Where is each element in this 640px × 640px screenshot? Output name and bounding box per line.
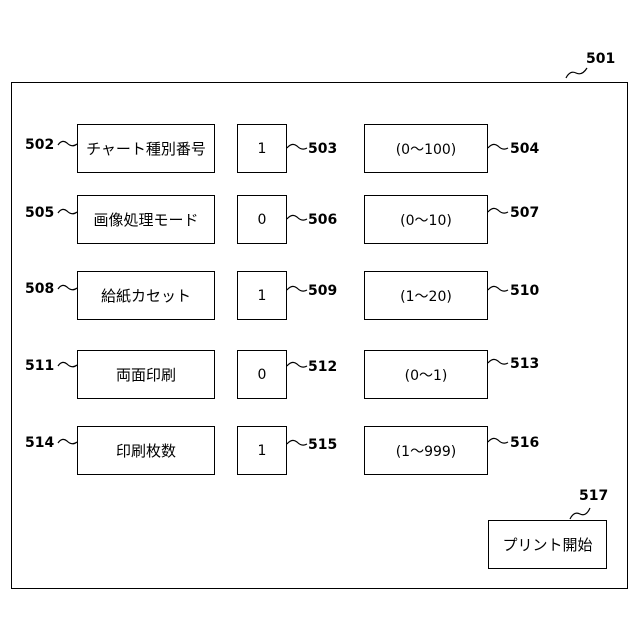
ref-value-2: 506 <box>308 213 337 227</box>
ref-range-5: 516 <box>510 436 539 450</box>
ref-label-1: 502 <box>25 138 54 152</box>
ref-range-2: 507 <box>510 206 539 220</box>
range-label-4: (0〜1) <box>364 350 488 399</box>
ref-label-2: 505 <box>25 206 54 220</box>
range-label-1: (0〜100) <box>364 124 488 173</box>
leader-501 <box>566 68 587 78</box>
label-image-processing-mode: 画像処理モード <box>77 195 215 244</box>
ref-label-4: 511 <box>25 359 54 373</box>
range-label-3: (1〜20) <box>364 271 488 320</box>
label-chart-type-number: チャート種別番号 <box>77 124 215 173</box>
ref-value-4: 512 <box>308 360 337 374</box>
ref-range-3: 510 <box>510 284 539 298</box>
ref-label-3: 508 <box>25 282 54 296</box>
ref-range-1: 504 <box>510 142 539 156</box>
value-field-1[interactable]: 1 <box>237 124 287 173</box>
range-label-5: (1〜999) <box>364 426 488 475</box>
label-duplex-printing: 両面印刷 <box>77 350 215 399</box>
ref-501: 501 <box>586 52 615 66</box>
ref-value-1: 503 <box>308 142 337 156</box>
ref-range-4: 513 <box>510 357 539 371</box>
ref-value-5: 515 <box>308 438 337 452</box>
value-field-4[interactable]: 0 <box>237 350 287 399</box>
ref-label-5: 514 <box>25 436 54 450</box>
range-label-2: (0〜10) <box>364 195 488 244</box>
value-field-5[interactable]: 1 <box>237 426 287 475</box>
ref-value-3: 509 <box>308 284 337 298</box>
label-paper-cassette: 給紙カセット <box>77 271 215 320</box>
label-print-count: 印刷枚数 <box>77 426 215 475</box>
ref-start-button: 517 <box>579 489 608 503</box>
value-field-3[interactable]: 1 <box>237 271 287 320</box>
value-field-2[interactable]: 0 <box>237 195 287 244</box>
print-start-button[interactable]: プリント開始 <box>488 520 607 569</box>
